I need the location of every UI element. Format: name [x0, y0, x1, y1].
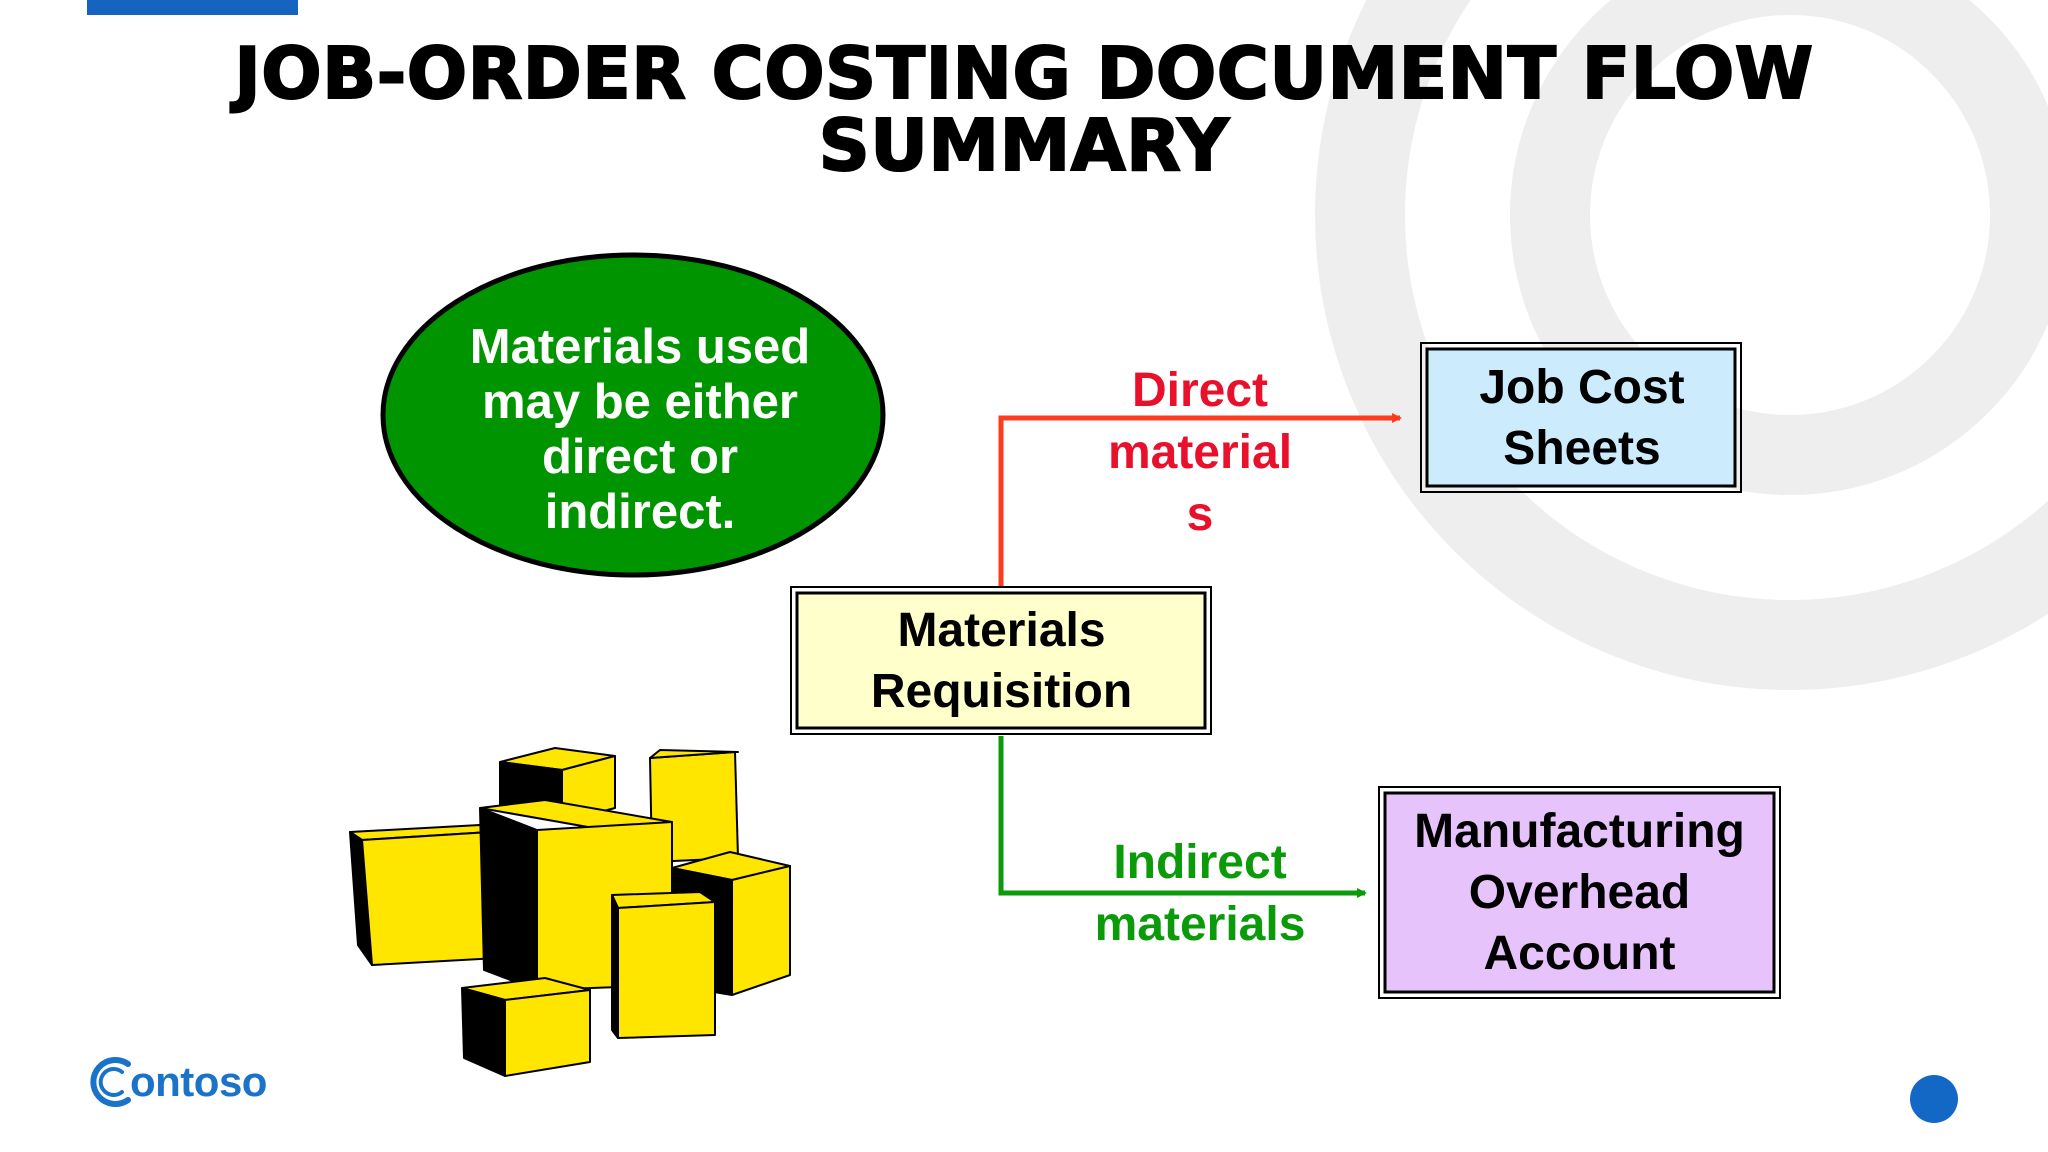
direct-line-2: material — [1107, 426, 1293, 479]
requisition-line-2: Requisition — [870, 665, 1133, 718]
direct-line-1: Direct — [1131, 364, 1269, 417]
direct-line-3: s — [1186, 488, 1214, 541]
direct-materials-arrow — [998, 413, 1402, 588]
contoso-c-icon — [90, 1057, 131, 1107]
job-cost-sheets-box — [1420, 342, 1742, 493]
yellow-boxes-icon — [349, 747, 791, 1077]
jcs-line-1: Job Cost — [1479, 360, 1685, 414]
note-line-2: may be either — [482, 374, 798, 429]
indirect-line-2: materials — [1094, 898, 1306, 951]
requisition-line-1: Materials — [897, 604, 1106, 657]
materials-note-ellipse — [380, 252, 886, 578]
manufacturing-overhead-label: Manufacturing Overhead Account — [1382, 790, 1777, 995]
top-accent-bar — [87, 0, 298, 15]
moh-line-1: Manufacturing — [1414, 805, 1745, 858]
title-line-2: SUMMARY — [818, 104, 1230, 187]
slide-dot-indicator — [1910, 1075, 1958, 1123]
title-line-1: JOB-ORDER COSTING DOCUMENT FLOW — [233, 32, 1814, 115]
note-line-1: Materials used — [469, 319, 811, 374]
note-line-4: indirect. — [544, 484, 736, 539]
job-cost-sheets-label: Job Cost Sheets — [1424, 345, 1740, 490]
manufacturing-overhead-box — [1378, 786, 1781, 999]
direct-materials-label: Direct material s — [1080, 360, 1320, 546]
moh-line-3: Account — [1483, 927, 1676, 980]
indirect-materials-arrow — [998, 736, 1367, 898]
contoso-logo: ontoso — [84, 1052, 267, 1112]
indirect-materials-label: Indirect materials — [1070, 832, 1330, 956]
materials-requisition-box — [790, 586, 1212, 735]
slide-title: JOB-ORDER COSTING DOCUMENT FLOW SUMMARY — [180, 32, 1868, 187]
materials-requisition-label: Materials Requisition — [794, 590, 1209, 732]
indirect-line-1: Indirect — [1113, 836, 1287, 889]
note-line-3: direct or — [541, 429, 739, 484]
moh-line-2: Overhead — [1468, 866, 1691, 919]
materials-note-text: Materials used may be either direct or i… — [400, 312, 880, 547]
logo-wordmark: ontoso — [130, 1058, 267, 1105]
jcs-line-2: Sheets — [1503, 421, 1661, 475]
